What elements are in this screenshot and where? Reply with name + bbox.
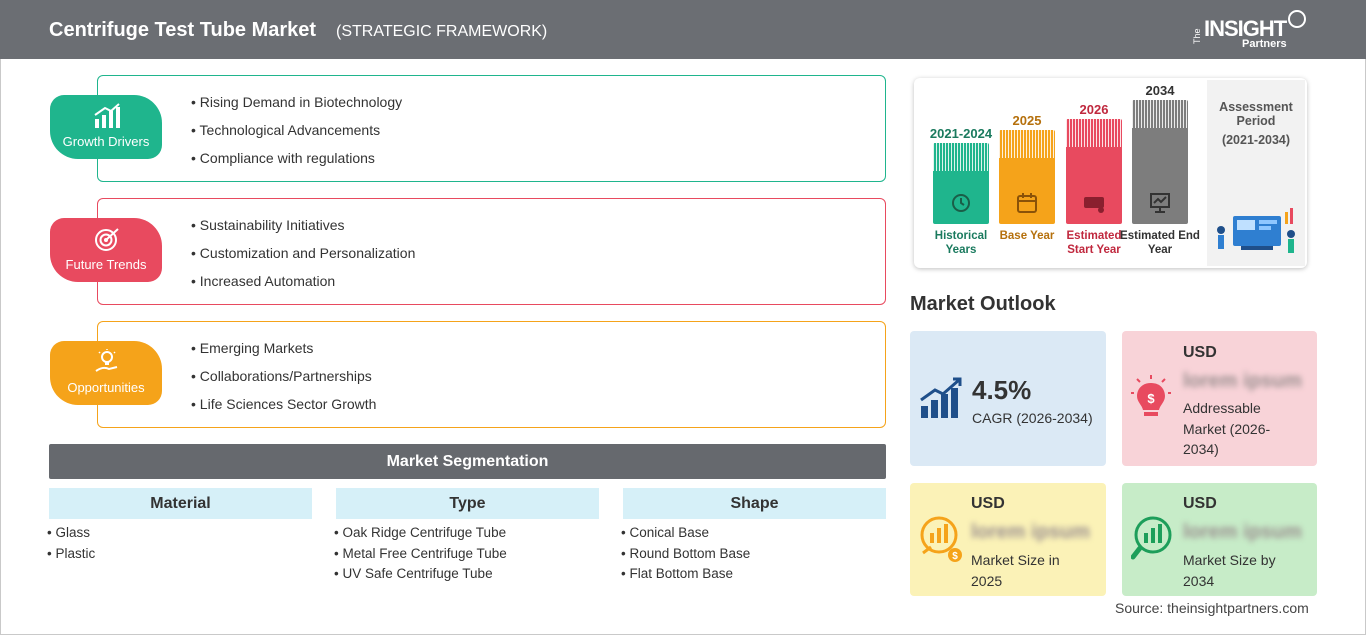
growth-drivers-list: Rising Demand in Biotechnology Technolog… [191, 94, 403, 178]
list-item: UV Safe Centrifuge Tube [334, 566, 507, 587]
size-2025-label: Market Size in 2025 [971, 552, 1060, 589]
list-item: Technological Advancements [191, 122, 402, 150]
page-title: Centrifuge Test Tube Market [49, 19, 317, 41]
size-2034-value-blurred: lorem ipsum [1183, 521, 1302, 543]
size-2034-currency: USD [1183, 495, 1217, 512]
size-2025-value-blurred: lorem ipsum [971, 521, 1090, 543]
addressable-market-card: $ USD lorem ipsum Addressable Market (20… [1122, 331, 1317, 466]
future-trends-label: Future Trends [65, 257, 147, 272]
list-item: Collaborations/Partnerships [191, 368, 376, 396]
history-icon [952, 194, 970, 212]
cagr-value: 4.5% [972, 375, 1032, 405]
cagr-label: CAGR (2026-2034) [972, 410, 1093, 426]
list-item: Customization and Personalization [191, 245, 416, 273]
list-item: Glass [47, 525, 95, 546]
segment-header-material: Material [49, 488, 312, 519]
list-item: Flat Bottom Base [621, 566, 750, 587]
analyst-dashboard-icon [1217, 208, 1295, 253]
list-item: Metal Free Centrifuge Tube [334, 546, 506, 567]
idea-dollar-icon: $ [1131, 375, 1171, 416]
timeline-year-4: 2034 [1145, 83, 1175, 98]
list-item: Compliance with regulations [191, 150, 402, 178]
growth-chart-icon [920, 377, 962, 418]
assessment-period-label: Assessment Period [1219, 100, 1293, 128]
market-size-2025-card: $ USD lorem ipsum Market Size in 2025 [910, 483, 1106, 596]
addressable-value-blurred: lorem ipsum [1183, 370, 1302, 392]
target-icon [95, 228, 119, 251]
opportunities-label: Opportunities [67, 380, 145, 395]
timeline-bar-2 [999, 130, 1055, 224]
timeline-year-3: 2026 [1079, 102, 1109, 117]
lightbulb-hand-icon [95, 349, 118, 372]
growth-drivers-label: Growth Drivers [62, 134, 150, 149]
assessment-period-range: (2021-2034) [1221, 133, 1291, 147]
segment-list-type: Oak Ridge Centrifuge Tube Metal Free Cen… [334, 525, 507, 587]
opportunities-badge: Opportunities [50, 341, 162, 405]
growth-drivers-box: Rising Demand in Biotechnology Technolog… [97, 75, 886, 182]
growth-drivers-badge: Growth Drivers [50, 95, 162, 159]
timeline-year-2: 2025 [1012, 113, 1042, 128]
market-outlook-title: Market Outlook [910, 293, 1056, 315]
opportunities-box: Emerging Markets Collaborations/Partners… [97, 321, 886, 428]
timeline-label-1: Historical Years [934, 230, 988, 256]
timeline-label-4: Estimated End Year [1120, 230, 1200, 256]
presentation-icon [1150, 193, 1170, 213]
calendar-icon [1017, 193, 1037, 213]
list-item: Round Bottom Base [621, 546, 750, 567]
money-chart-icon: $ [920, 516, 962, 562]
logo-ring-icon [1288, 10, 1306, 28]
insight-partners-logo[interactable]: The INSIGHT Partners [1192, 10, 1312, 52]
addressable-label: Addressable Market (2026-2034) [1183, 400, 1271, 457]
projector-icon [1084, 197, 1104, 213]
list-item: Conical Base [621, 525, 750, 546]
segment-header-shape: Shape [623, 488, 886, 519]
logo-insight-text: INSIGHT [1204, 16, 1287, 41]
assessment-period-panel: Assessment Period (2021-2034) [1207, 80, 1305, 266]
timeline-bar-4 [1132, 100, 1188, 224]
future-trends-list: Sustainability Initiatives Customization… [191, 217, 416, 301]
list-item: Emerging Markets [191, 340, 376, 368]
timeline-label-3: Estimated Start Year [1066, 230, 1122, 256]
timeline-year-1: 2021-2024 [929, 126, 993, 141]
timeline-label-2: Base Year [999, 230, 1055, 242]
future-trends-badge: Future Trends [50, 218, 162, 282]
market-size-2034-card: USD lorem ipsum Market Size by 2034 [1122, 483, 1317, 596]
size-2025-currency: USD [971, 495, 1005, 512]
page-subtitle: (STRATEGIC FRAMEWORK) [336, 23, 548, 40]
segment-header-type: Type [336, 488, 599, 519]
list-item: Life Sciences Sector Growth [191, 396, 377, 424]
header-bar: Centrifuge Test Tube Market (STRATEGIC F… [0, 0, 1366, 59]
timeline-bar-1 [933, 143, 989, 224]
segment-list-material: Glass Plastic [47, 525, 95, 566]
future-trends-box: Sustainability Initiatives Customization… [97, 198, 886, 305]
source-text: Source: theinsightpartners.com [1115, 600, 1309, 616]
opportunities-list: Emerging Markets Collaborations/Partners… [191, 340, 377, 424]
list-item: Rising Demand in Biotechnology [191, 94, 402, 122]
growth-chart-icon [94, 103, 120, 128]
list-item: Sustainability Initiatives [191, 217, 415, 245]
list-item: Plastic [47, 546, 95, 567]
list-item: Oak Ridge Centrifuge Tube [334, 525, 507, 546]
market-segmentation-bar: Market Segmentation [49, 444, 886, 479]
logo-partners-text: Partners [1242, 38, 1287, 50]
logo-the-text: The [1192, 28, 1202, 44]
list-item: Increased Automation [191, 273, 415, 301]
segment-list-shape: Conical Base Round Bottom Base Flat Bott… [621, 525, 750, 587]
addressable-currency: USD [1183, 344, 1217, 361]
size-2034-label: Market Size by 2034 [1183, 552, 1276, 589]
timeline-bar-3 [1066, 119, 1122, 224]
cagr-card: 4.5% CAGR (2026-2034) [910, 331, 1106, 466]
svg-text:$: $ [952, 551, 958, 562]
svg-text:$: $ [1147, 391, 1155, 406]
bar-search-icon [1131, 516, 1172, 560]
